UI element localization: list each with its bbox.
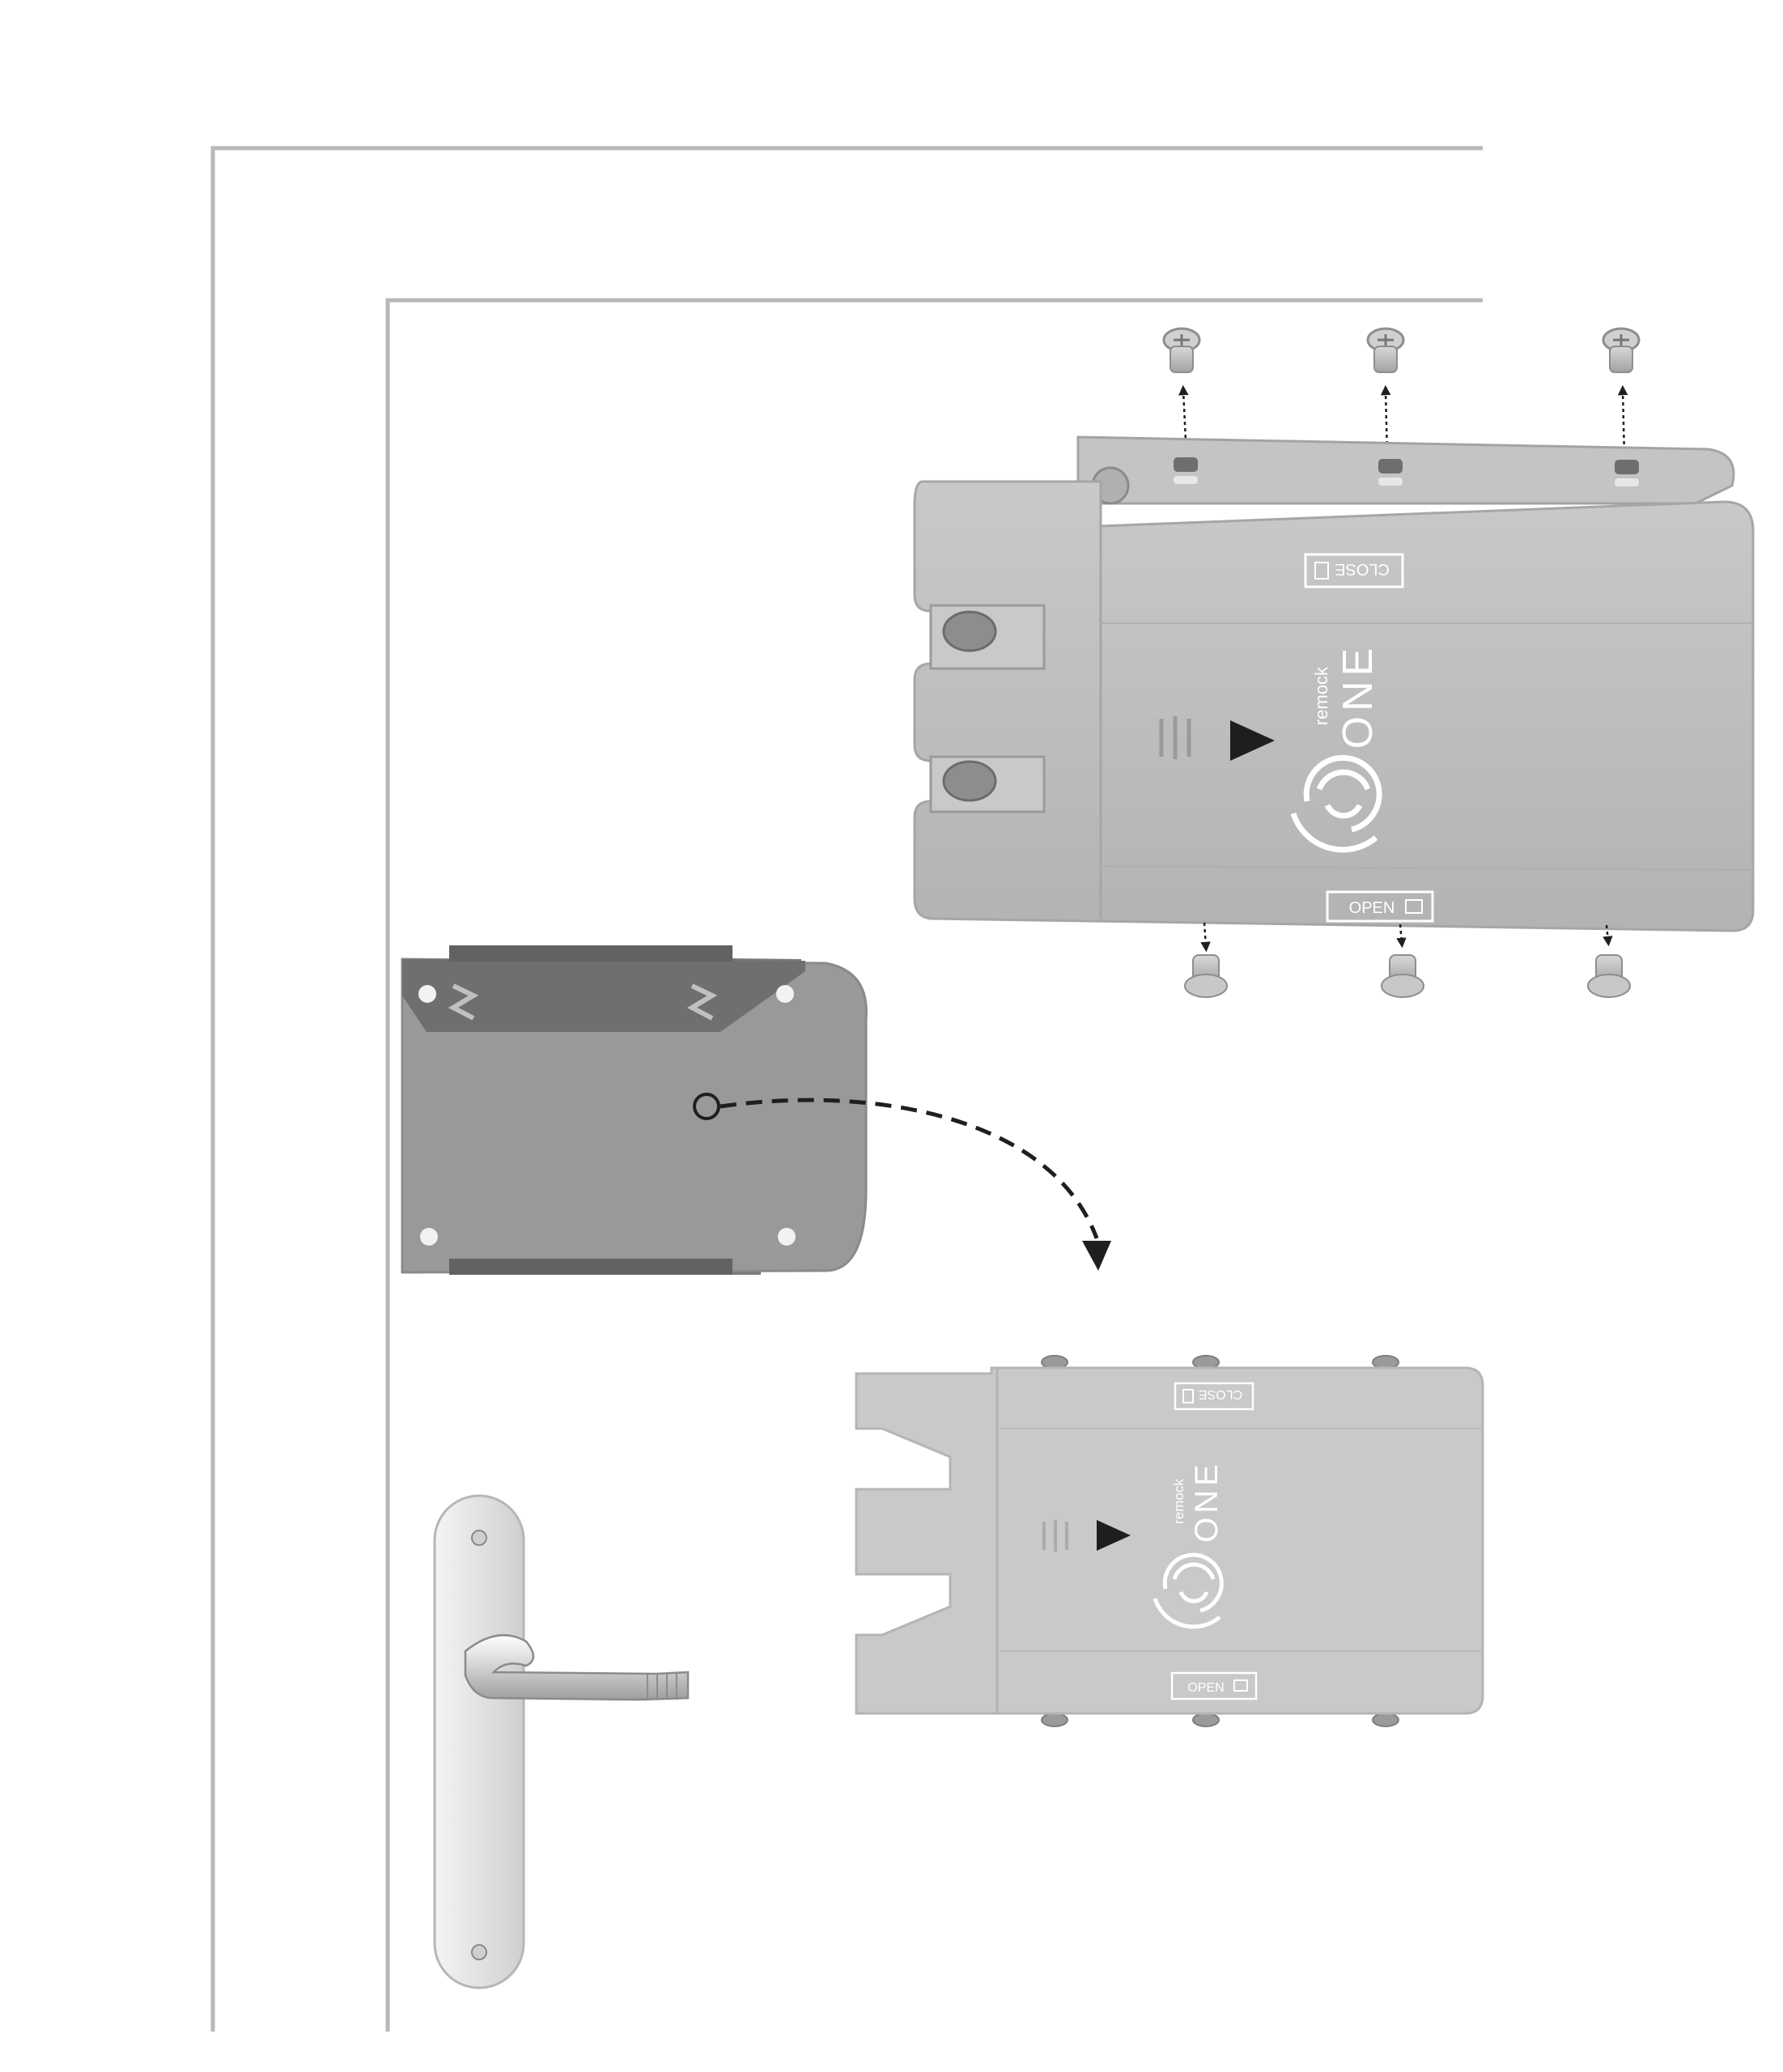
placement-arrow <box>720 1098 1099 1239</box>
lock-bottom-close-label: CLOSE <box>1174 1382 1254 1411</box>
lock-bottom-vent <box>1042 1520 1068 1552</box>
lock-top-brand-large: ONE <box>1335 643 1382 749</box>
mounting-plate <box>401 945 868 1275</box>
lock-bottom-logo-icon <box>1153 1552 1224 1629</box>
top-screw-1 <box>1162 327 1201 373</box>
lock-top-open-label: OPEN <box>1326 890 1434 923</box>
lock-top-close-label: CLOSE <box>1304 553 1404 588</box>
lock-top-logo-icon <box>1290 754 1382 853</box>
door-handle-lever <box>464 1634 690 1701</box>
lock-bottom-arrow-icon <box>1097 1520 1131 1551</box>
lock-bottom-open-label: OPEN <box>1170 1671 1258 1700</box>
lock-top-assembly: CLOSE OPEN remock ONE <box>913 327 1755 998</box>
lock-bottom-close-text: CLOSE <box>1199 1387 1242 1401</box>
placement-arrow-head <box>1082 1241 1111 1271</box>
mounting-plate-body <box>401 957 868 1274</box>
top-screw-3 <box>1602 327 1641 373</box>
lock-top-vent <box>1159 716 1191 759</box>
top-screw-arrows <box>1178 384 1628 458</box>
lock-top-brand: remock ONE <box>1311 643 1382 749</box>
door-handle-backplate <box>433 1494 525 1989</box>
lock-bottom-brand-large: ONE <box>1189 1460 1225 1543</box>
door-handle <box>433 1494 690 1989</box>
lock-bottom-brand-small: remock <box>1171 1479 1187 1524</box>
lock-top-close-text: CLOSE <box>1335 560 1390 578</box>
lock-bottom-brand: remock ONE <box>1171 1460 1225 1543</box>
bolt-lower <box>942 760 997 802</box>
mounting-plate-center-hole <box>693 1093 720 1120</box>
top-bottom-screw-arrows <box>1200 922 1613 953</box>
top-screw-2 <box>1366 327 1405 373</box>
lock-top-arrow-icon <box>1230 720 1275 761</box>
lock-top-lower-screw-1 <box>1184 954 1228 998</box>
lock-top-lower-screw-2 <box>1381 954 1424 998</box>
lock-top-lower-screw-3 <box>1587 954 1631 998</box>
lock-top-open-text: OPEN <box>1349 899 1395 917</box>
bolt-upper <box>942 610 997 652</box>
lock-top-flange <box>1076 435 1735 505</box>
lock-top-brand-small: remock <box>1311 666 1331 725</box>
door-frame-outer-line <box>210 146 1483 2032</box>
lock-bottom-open-text: OPEN <box>1187 1681 1224 1695</box>
door-frame-inner-line <box>385 298 1483 2032</box>
door-frame <box>210 146 1483 2032</box>
lock-bottom-body <box>855 1366 1484 1715</box>
lock-bottom-assembly: CLOSE OPEN remock ONE <box>855 1355 1484 1727</box>
